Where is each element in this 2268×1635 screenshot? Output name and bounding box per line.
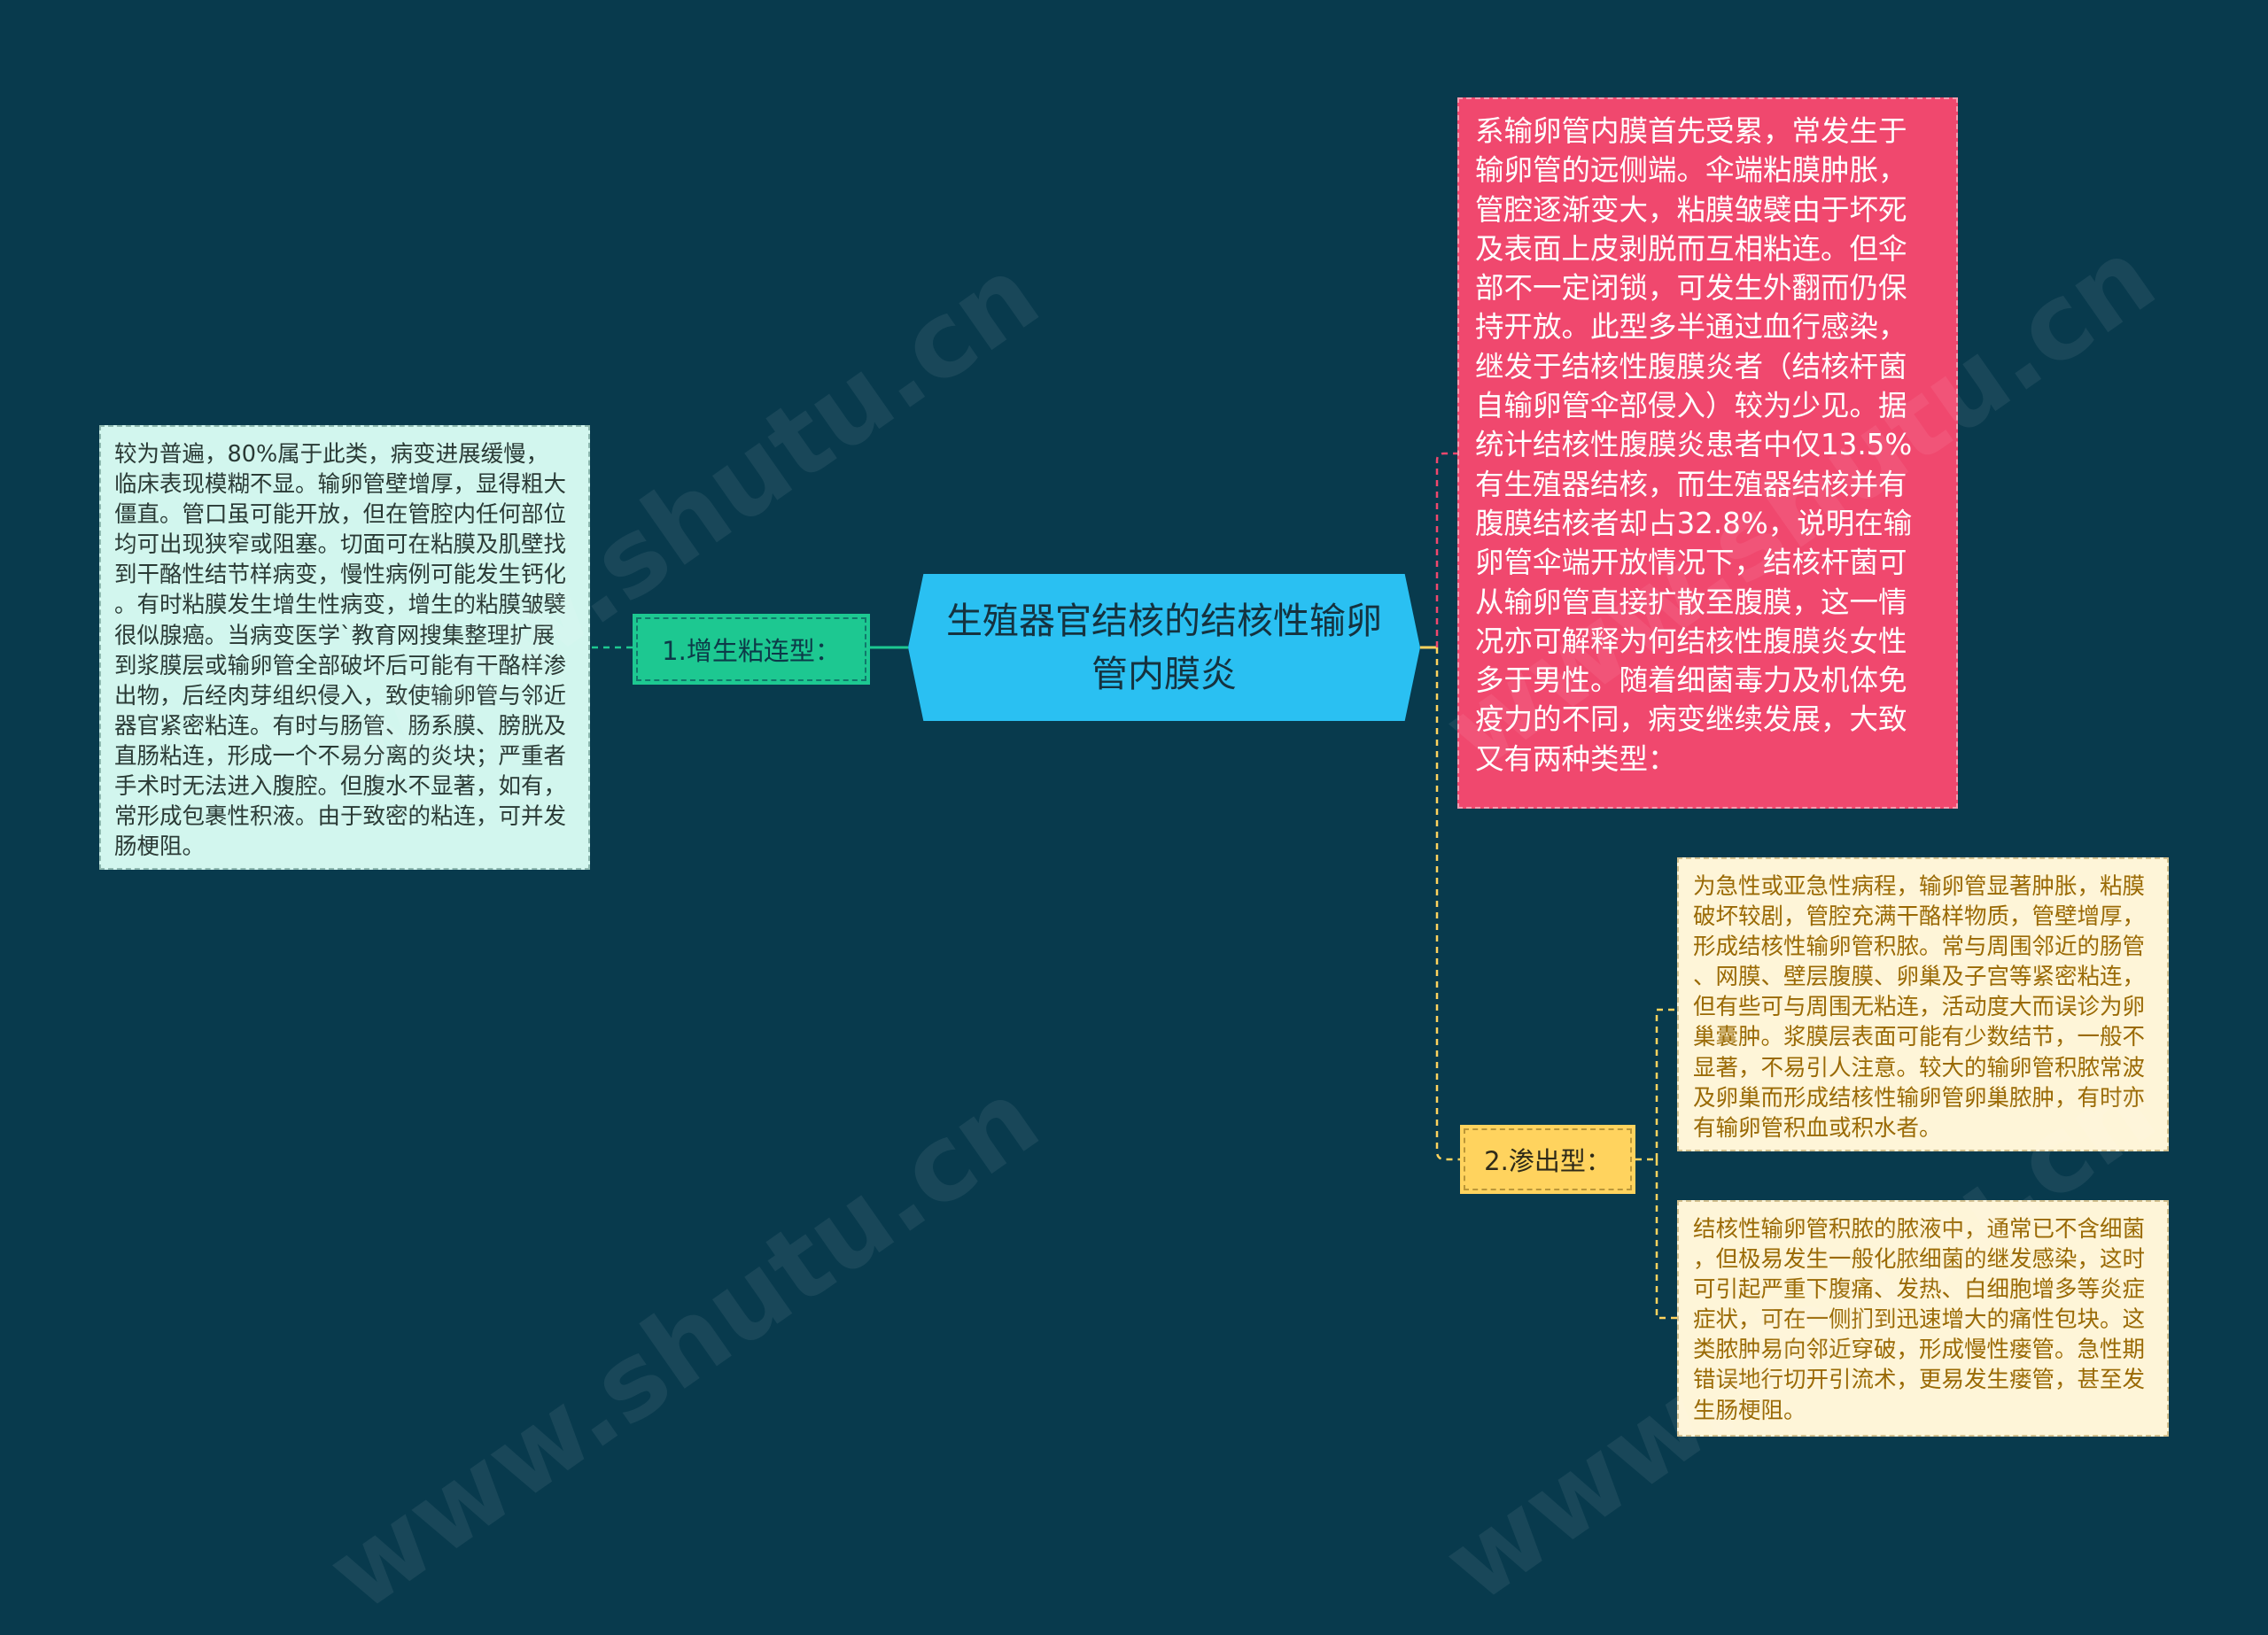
connector-lines (590, 452, 1677, 1320)
topic-proliferative-label: 1.增生粘连型： (662, 636, 841, 666)
exudative-note-1[interactable]: 为急性或亚急性病程，输卵管显著肿胀，粘膜 破坏较剧，管腔充满干酪样物质，管壁增厚… (1677, 857, 2169, 1151)
intro-note[interactable]: 系输卵管内膜首先受累，常发生于 输卵管的远侧端。伞端粘膜肿胀， 管腔逐渐变大，粘… (1457, 97, 1958, 809)
central-topic[interactable]: 生殖器官结核的结核性输卵管内膜炎 (908, 574, 1420, 721)
topic-proliferative-adhesive[interactable]: 1.增生粘连型： (633, 614, 870, 685)
proliferative-note[interactable]: 较为普遍，80%属于此类，病变进展缓慢， 临床表现模糊不显。输卵管壁增厚，显得粗… (99, 425, 590, 870)
link-to-intro (1435, 452, 1457, 647)
topic-exudative[interactable]: 2.渗出型： (1460, 1125, 1635, 1194)
link-to-exudative (1435, 647, 1460, 1161)
topic-exudative-label: 2.渗出型： (1484, 1146, 1612, 1176)
central-topic-label: 生殖器官结核的结核性输卵管内膜炎 (946, 600, 1382, 695)
exudative-note-2[interactable]: 结核性输卵管积脓的脓液中，通常已不含细菌 ，但极易发生一般化脓细菌的继发感染，这… (1677, 1200, 2169, 1437)
link-exudative-to-notes (1635, 1008, 1677, 1320)
